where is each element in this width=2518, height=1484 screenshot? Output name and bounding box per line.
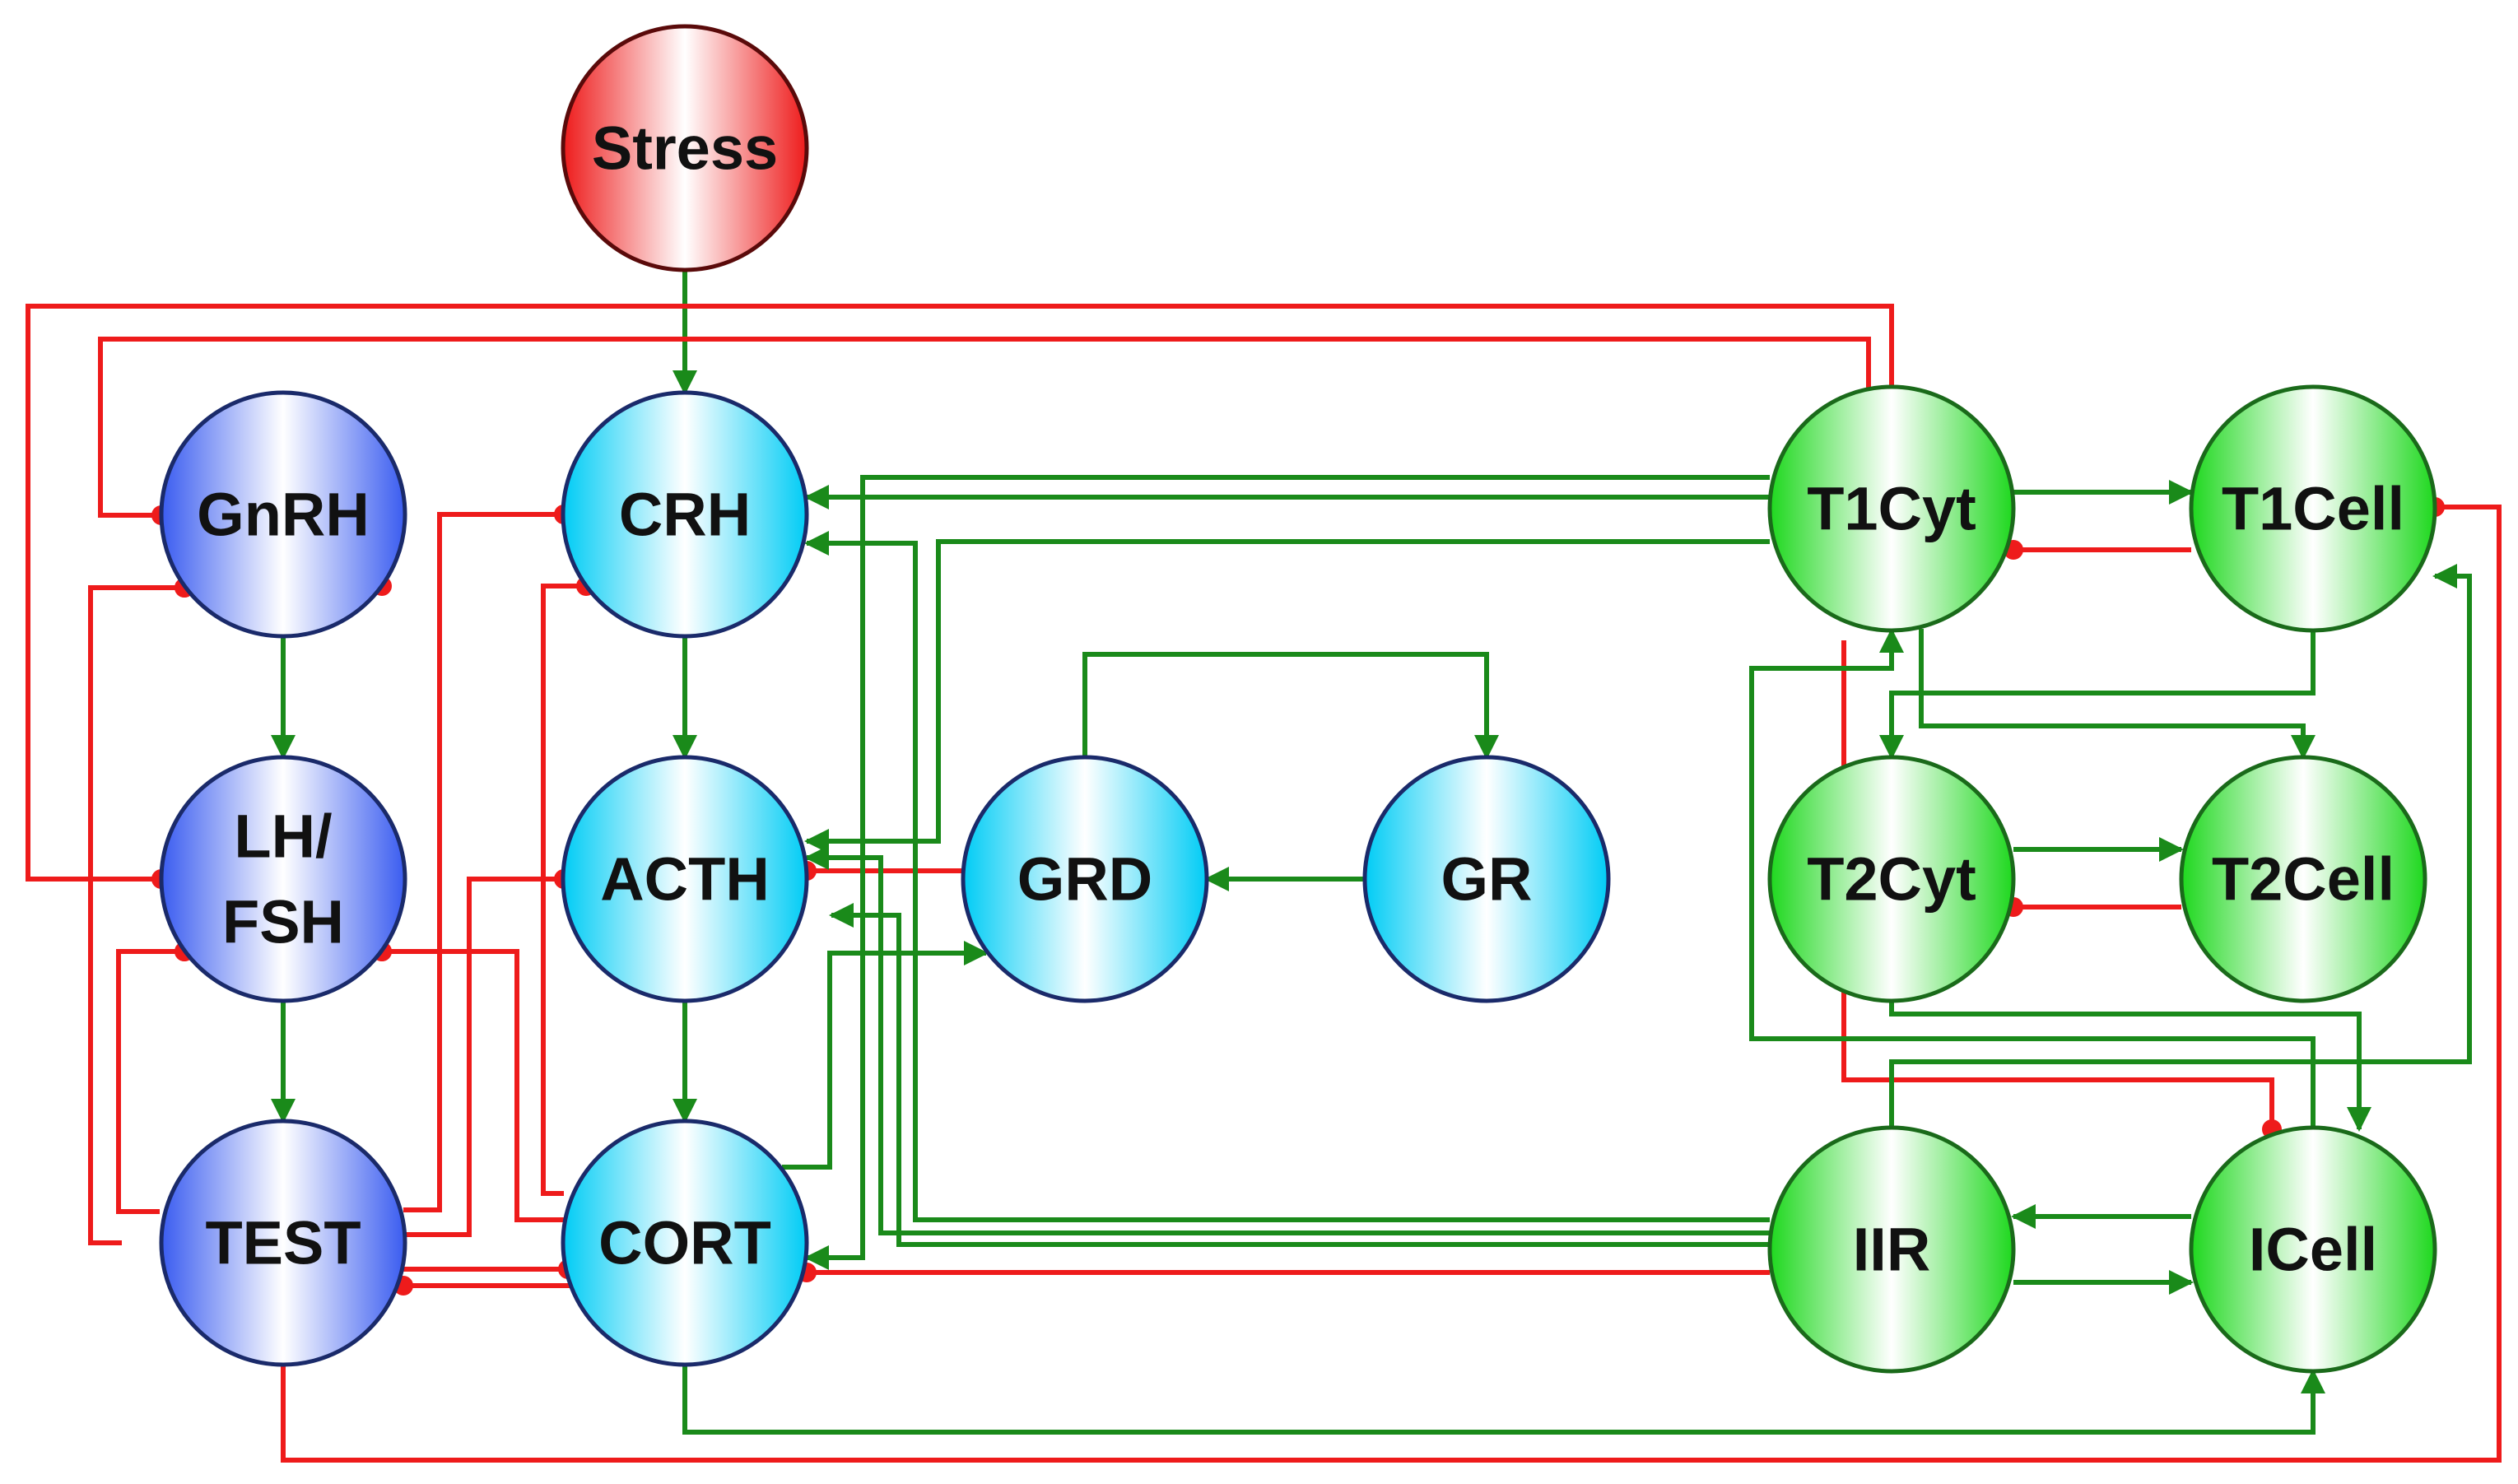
node-label-lhfsh: LH/: [234, 802, 332, 871]
node-circle-crh: [561, 390, 809, 639]
node-label-t2cell: T2Cell: [2212, 845, 2395, 914]
node-label-gnrh: GnRH: [197, 481, 370, 549]
node-crh: CRH: [561, 390, 809, 639]
edge-cort-to-grd-activation-arrow: [782, 941, 989, 1170]
edge-t1cyt-to-cort-activation-arrow: [804, 539, 1770, 854]
edge-test-to-cort-inhibition-line: [403, 877, 564, 1237]
node-circle-gnrh: [159, 390, 407, 639]
node-cort: CORT: [561, 1119, 809, 1367]
edge-iir-to-crh-activation-arrow: [1889, 564, 2472, 1128]
edge-t1cyt-to-gnrh-inhibition-line: [26, 304, 1894, 882]
node-label-stress: Stress: [592, 114, 778, 183]
node-label-t2cyt: T2Cyt: [1807, 845, 1976, 914]
edge-t1cyt-to-lhfsh-inhibition-line: [98, 337, 1871, 518]
node-gnrh: GnRH: [159, 390, 407, 639]
node-label-icell: ICell: [2249, 1216, 2377, 1284]
node-label-lhfsh: FSH: [222, 888, 344, 956]
node-circle-stress: [561, 24, 809, 272]
edge-test-to-lhfsh-inhibition-line: [88, 585, 184, 1245]
node-label-grd: GRD: [1017, 845, 1152, 914]
node-label-test: TEST: [205, 1209, 361, 1277]
node-test: TEST: [159, 1119, 407, 1367]
inhibition-dot-layer: [151, 497, 2445, 1296]
edge-iir-to-t1cell-activation-arrow: [1749, 628, 2316, 1128]
edge-iir-to-acth-activation-arrow: [804, 531, 1770, 1222]
node-label-iir: IIR: [1853, 1216, 1931, 1284]
edge-test-to-crh-inhibition-line: [116, 949, 184, 1214]
node-acth: ACTH: [561, 755, 809, 1003]
node-iir: IIR: [1767, 1125, 2016, 1374]
edge-cort-to-gnrh-inhibition-line: [541, 584, 586, 1196]
node-t1cell: T1Cell: [2189, 384, 2437, 633]
node-label-t1cyt: T1Cyt: [1807, 475, 1976, 543]
node-circle-gr: [1362, 755, 1611, 1003]
node-t1cyt: T1Cyt: [1767, 384, 2016, 633]
edge-t1cyt-to-icell-activation-arrow: [1919, 629, 2316, 760]
node-circle-acth: [561, 755, 809, 1003]
node-circle-cort: [561, 1119, 809, 1367]
node-label-t1cell: T1Cell: [2222, 475, 2404, 543]
node-circle-lhfsh: [159, 755, 407, 1003]
node-circle-t2cell: [2179, 755, 2427, 1003]
node-label-gr: GR: [1441, 845, 1533, 914]
node-lhfsh: LH/FSH: [159, 755, 407, 1003]
node-circle-iir: [1767, 1125, 2016, 1374]
edge-iir-to-icell-activation-arrow: [1889, 1001, 2371, 1132]
edge-test-to-t1cell-activation-arrow: [682, 1365, 2325, 1435]
node-t2cell: T2Cell: [2179, 755, 2427, 1003]
edge-test-to-acth-inhibition-line: [403, 512, 564, 1212]
edge-layer: [26, 272, 2502, 1463]
edge-t2cyt-to-t2cell-activation-arrow: [1879, 630, 2316, 760]
node-label-acth: ACTH: [600, 845, 770, 914]
node-icell: ICell: [2189, 1125, 2437, 1374]
edge-iir-to-cort-activation-arrow: [804, 845, 1770, 1235]
node-label-crh: CRH: [619, 481, 751, 549]
edge-t1cyt-to-t1cell-activation-arrow: [829, 903, 1770, 1247]
node-label-cort: CORT: [598, 1209, 771, 1277]
node-circle-grd: [961, 755, 1209, 1003]
edge-t1cyt-to-crh-activation-arrow: [804, 475, 1770, 1270]
node-grd: GRD: [961, 755, 1209, 1003]
edge-cort-to-lhfsh-inhibition-line: [382, 949, 568, 1222]
node-circle-test: [159, 1119, 407, 1367]
node-gr: GR: [1362, 755, 1611, 1003]
node-circle-t2cyt: [1767, 755, 2016, 1003]
node-stress: Stress: [561, 24, 809, 272]
edge-grd-to-gr-activation-arrow: [1082, 652, 1499, 760]
edge-test-to-gnrh-inhibition-line: [281, 505, 2502, 1463]
node-circle-icell: [2189, 1125, 2437, 1374]
node-t2cyt: T2Cyt: [1767, 755, 2016, 1003]
node-circle-t1cyt: [1767, 384, 2016, 633]
node-circle-t1cell: [2189, 384, 2437, 633]
